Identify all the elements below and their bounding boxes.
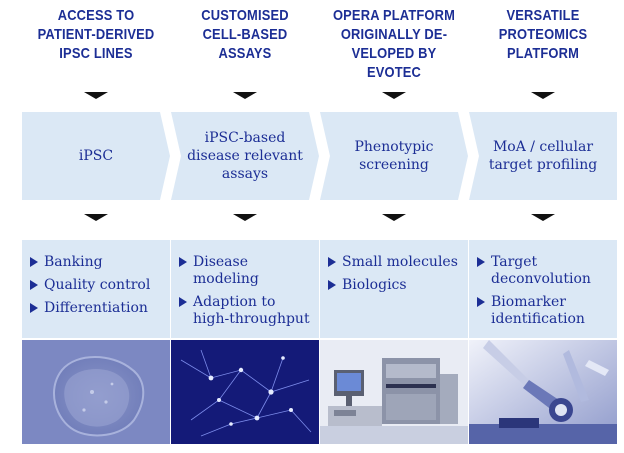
bullet-triangle-icon xyxy=(477,257,485,267)
list-item: Differentiation xyxy=(30,300,164,317)
bullet-triangle-icon xyxy=(477,297,485,307)
list-item-label: high-throughput xyxy=(193,311,310,327)
column-ipsc-access: ACCESS TO PATIENT-DERIVED IPSC LINES iPS… xyxy=(22,0,170,453)
list-item: Target deconvolution xyxy=(477,254,611,288)
down-arrow-icon xyxy=(84,92,108,99)
down-arrow-icon xyxy=(531,214,555,221)
header-line: VERSATILE xyxy=(506,7,580,24)
column-header: OPERA PLATFORM ORIGINALLY DE- VELOPED BY… xyxy=(330,6,457,81)
list-item-label: Quality control xyxy=(44,277,151,293)
down-arrow-icon xyxy=(531,92,555,99)
column-proteomics-platform: VERSATILE PROTEOMICS PLATFORM MoA / cell… xyxy=(469,0,617,453)
column-header: CUSTOMISED CELL-BASED ASSAYS xyxy=(181,6,308,76)
feature-list: Small molecules Biologics xyxy=(320,240,468,338)
step-chevron: MoA / cellular target profiling xyxy=(469,112,617,200)
header-line: CUSTOMISED xyxy=(201,7,289,24)
column-header: ACCESS TO PATIENT-DERIVED IPSC LINES xyxy=(32,6,159,76)
bullet-triangle-icon xyxy=(328,280,336,290)
header-line: OPERA PLATFORM xyxy=(332,7,456,24)
header-line: ASSAYS xyxy=(218,45,272,62)
list-item-label: deconvolution xyxy=(491,271,591,287)
ipsc-colony-micrograph-icon xyxy=(22,340,170,444)
list-item-label: Biomarker xyxy=(491,294,566,310)
down-arrow-icon xyxy=(382,214,406,221)
step-chevron: iPSC-based disease relevant assays xyxy=(171,112,319,200)
bullet-triangle-icon xyxy=(30,303,38,313)
header-line: PATIENT-DERIVED xyxy=(37,26,155,43)
list-item: Quality control xyxy=(30,277,164,294)
screening-instrument-photo-icon xyxy=(320,340,468,444)
feature-list: Banking Quality control Differentiation xyxy=(22,240,170,338)
bullet-triangle-icon xyxy=(30,257,38,267)
down-arrow-icon xyxy=(233,214,257,221)
list-item: Banking xyxy=(30,254,164,271)
header-line: PLATFORM xyxy=(506,45,580,62)
header-line: ORIGINALLY DE- xyxy=(340,26,448,43)
bullet-triangle-icon xyxy=(179,297,187,307)
feature-list: Target deconvolution Biomarker identific… xyxy=(469,240,617,338)
list-item-label: modeling xyxy=(193,271,259,287)
header-line: CELL-BASED xyxy=(202,26,288,43)
header-line: VELOPED BY EVOTEC xyxy=(351,45,437,81)
bullet-triangle-icon xyxy=(30,280,38,290)
step-label: target profiling xyxy=(488,157,598,173)
bullet-triangle-icon xyxy=(328,257,336,267)
header-line: IPSC LINES xyxy=(59,45,133,62)
ipsc-colony-image xyxy=(22,340,170,444)
step-label: Phenotypic xyxy=(354,139,434,155)
header-line: ACCESS TO xyxy=(57,7,135,24)
list-item: Biomarker identification xyxy=(477,294,611,328)
column-opera-platform: OPERA PLATFORM ORIGINALLY DE- VELOPED BY… xyxy=(320,0,468,453)
step-label: iPSC-based xyxy=(204,130,286,146)
neuron-network-image xyxy=(171,340,319,444)
screening-instrument-image xyxy=(320,340,468,444)
down-arrow-icon xyxy=(84,214,108,221)
feature-list: Disease modeling Adaption to high-throug… xyxy=(171,240,319,338)
step-label: MoA / cellular xyxy=(492,139,594,155)
neuron-network-micrograph-icon xyxy=(171,340,319,444)
list-item-label: Banking xyxy=(44,254,103,270)
list-item-label: Biologics xyxy=(342,277,407,293)
bullet-triangle-icon xyxy=(179,257,187,267)
step-label: disease relevant xyxy=(187,148,303,164)
step-chevron: Phenotypic screening xyxy=(320,112,468,200)
list-item-label: Differentiation xyxy=(44,300,148,316)
down-arrow-icon xyxy=(382,92,406,99)
column-header: VERSATILE PROTEOMICS PLATFORM xyxy=(479,6,606,76)
step-label: assays xyxy=(221,166,269,182)
lab-equipment-image xyxy=(469,340,617,444)
down-arrow-icon xyxy=(233,92,257,99)
list-item: Disease modeling xyxy=(179,254,313,288)
list-item: Small molecules xyxy=(328,254,462,271)
list-item-label: Target xyxy=(491,254,538,270)
header-line: PROTEOMICS xyxy=(498,26,588,43)
step-label: screening xyxy=(359,157,429,173)
list-item-label: Adaption to xyxy=(193,294,276,310)
column-cell-assays: CUSTOMISED CELL-BASED ASSAYS iPSC-based … xyxy=(171,0,319,453)
list-item-label: Small molecules xyxy=(342,254,458,270)
list-item-label: identification xyxy=(491,311,585,327)
list-item-label: Disease xyxy=(193,254,248,270)
step-chevron: iPSC xyxy=(22,112,170,200)
list-item: Biologics xyxy=(328,277,462,294)
list-item: Adaption to high-throughput xyxy=(179,294,313,328)
lab-equipment-photo-icon xyxy=(469,340,617,444)
step-label: iPSC xyxy=(78,148,114,164)
